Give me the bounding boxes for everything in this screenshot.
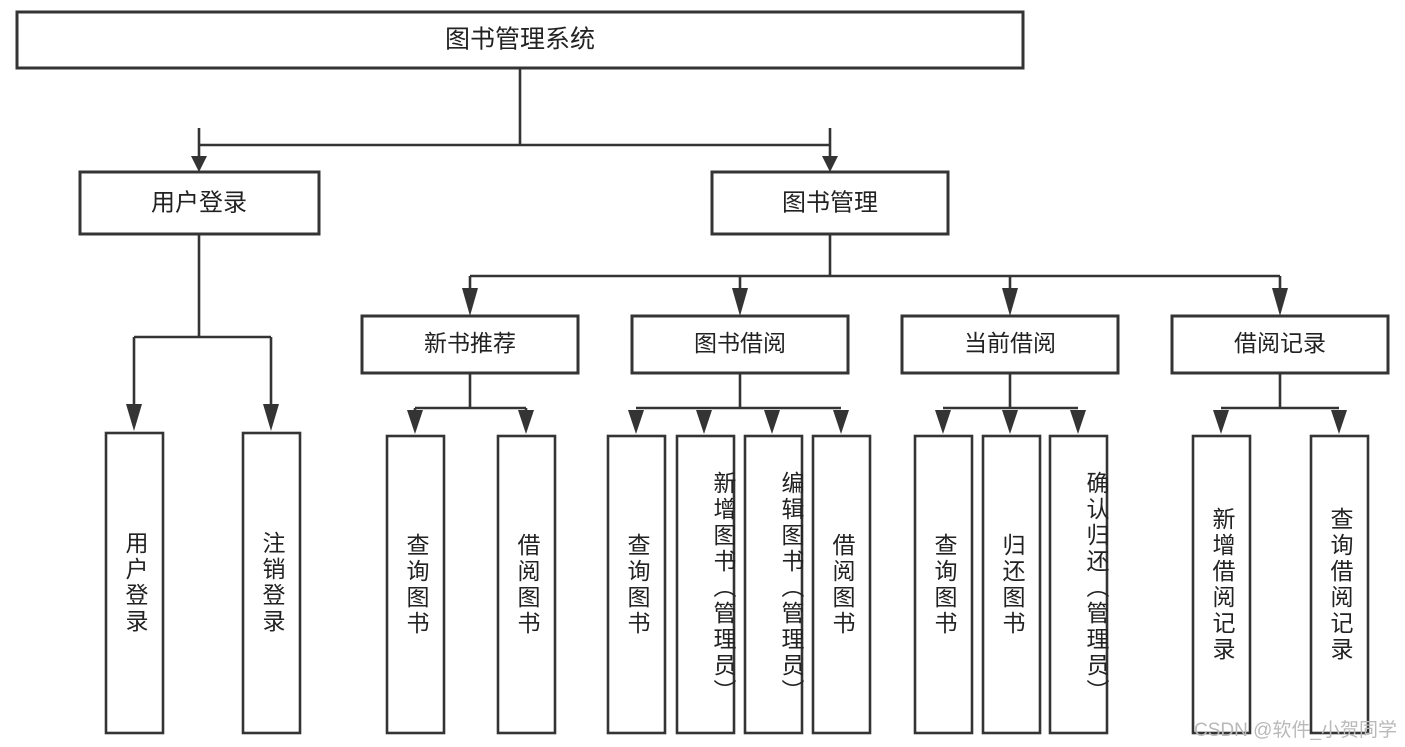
arrow-head-leaf-logout [263, 404, 279, 431]
leaf-box-query-record[interactable] [1309, 434, 1370, 735]
arrow-head-borrow-record [1272, 288, 1288, 316]
leaf-boxes-book-borrow [606, 434, 872, 735]
connectors-root-to-level1 [191, 68, 838, 172]
arrow-head-cb-leaf3 [1070, 410, 1086, 434]
node-new-book-recommend-label: 新书推荐 [424, 330, 516, 356]
leaf-box-borrow-book-bb[interactable] [811, 434, 872, 735]
arrow-head-cb-leaf1 [935, 410, 951, 434]
node-current-borrow-label: 当前借阅 [964, 330, 1056, 356]
arrow-head-br-leaf1 [1213, 410, 1229, 434]
connectors-user-login-to-leaves [126, 234, 279, 431]
node-borrow-record-box[interactable] [1170, 314, 1390, 375]
node-user-login[interactable]: 用户登录 [78, 170, 321, 236]
leaf-box-edit-book-admin[interactable] [743, 434, 804, 735]
arrow-head-nb-leaf2 [518, 410, 534, 434]
arrow-head-book-borrow [732, 288, 748, 316]
arrow-head-nb-leaf1 [407, 410, 423, 434]
node-book-management-box[interactable] [710, 170, 950, 236]
arrow-head-current-borrow [1002, 288, 1018, 316]
node-root-label: 图书管理系统 [445, 26, 595, 54]
node-current-borrow-box[interactable] [900, 314, 1120, 375]
node-root[interactable]: 图书管理系统 [15, 10, 1025, 70]
node-current-borrow[interactable]: 当前借阅 [900, 314, 1120, 375]
leaf-box-borrow-book-nb[interactable] [496, 434, 557, 735]
node-borrow-record-label: 借阅记录 [1234, 330, 1326, 356]
connectors-current-borrow-to-leaves [935, 373, 1086, 434]
node-book-borrow[interactable]: 图书借阅 [630, 314, 850, 375]
leaf-box-query-book-nb[interactable] [385, 434, 446, 735]
arrow-head-bb-leaf3 [764, 410, 780, 434]
node-book-borrow-box[interactable] [630, 314, 850, 375]
node-book-management[interactable]: 图书管理 [710, 170, 950, 236]
node-new-book-recommend-box[interactable] [360, 314, 580, 375]
arrow-head-bb-leaf4 [833, 410, 849, 434]
node-book-borrow-label: 图书借阅 [694, 330, 786, 356]
arrow-head-leaf-user-login [126, 404, 142, 431]
arrow-head-user-login [191, 156, 207, 172]
arrow-head-bb-leaf1 [628, 410, 644, 434]
node-user-login-box[interactable] [78, 170, 321, 236]
connectors-book-mgmt-to-level2 [462, 234, 1288, 316]
connectors-borrow-record-to-leaves [1213, 373, 1347, 434]
connectors-book-borrow-to-leaves [628, 373, 849, 434]
leaf-box-return-book[interactable] [981, 434, 1042, 735]
leaf-boxes-borrow-record [1191, 434, 1370, 735]
arrow-head-br-leaf2 [1331, 410, 1347, 434]
arrow-head-bb-leaf2 [696, 410, 712, 434]
leaf-boxes-user-login [104, 431, 302, 735]
leaf-boxes-current-borrow [913, 434, 1109, 735]
leaf-box-add-record[interactable] [1191, 434, 1252, 735]
leaf-box-confirm-return-admin[interactable] [1048, 434, 1109, 735]
connectors-new-book-to-leaves [407, 373, 534, 434]
leaf-boxes-new-book-recommend [385, 434, 557, 735]
leaf-box-logout[interactable] [241, 431, 302, 735]
arrow-head-book-mgmt [822, 156, 838, 172]
arrow-head-new-book [462, 288, 478, 316]
node-user-login-label: 用户登录 [151, 189, 247, 216]
leaf-box-query-book-cb[interactable] [913, 434, 974, 735]
node-book-management-label: 图书管理 [782, 189, 878, 216]
leaf-box-user-login[interactable] [104, 431, 165, 735]
leaf-box-add-book-admin[interactable] [675, 434, 736, 735]
node-new-book-recommend[interactable]: 新书推荐 [360, 314, 580, 375]
leaf-box-query-book-bb[interactable] [606, 434, 667, 735]
arrow-head-cb-leaf2 [1002, 410, 1018, 434]
node-root-box[interactable] [15, 10, 1025, 70]
node-borrow-record[interactable]: 借阅记录 [1170, 314, 1390, 375]
